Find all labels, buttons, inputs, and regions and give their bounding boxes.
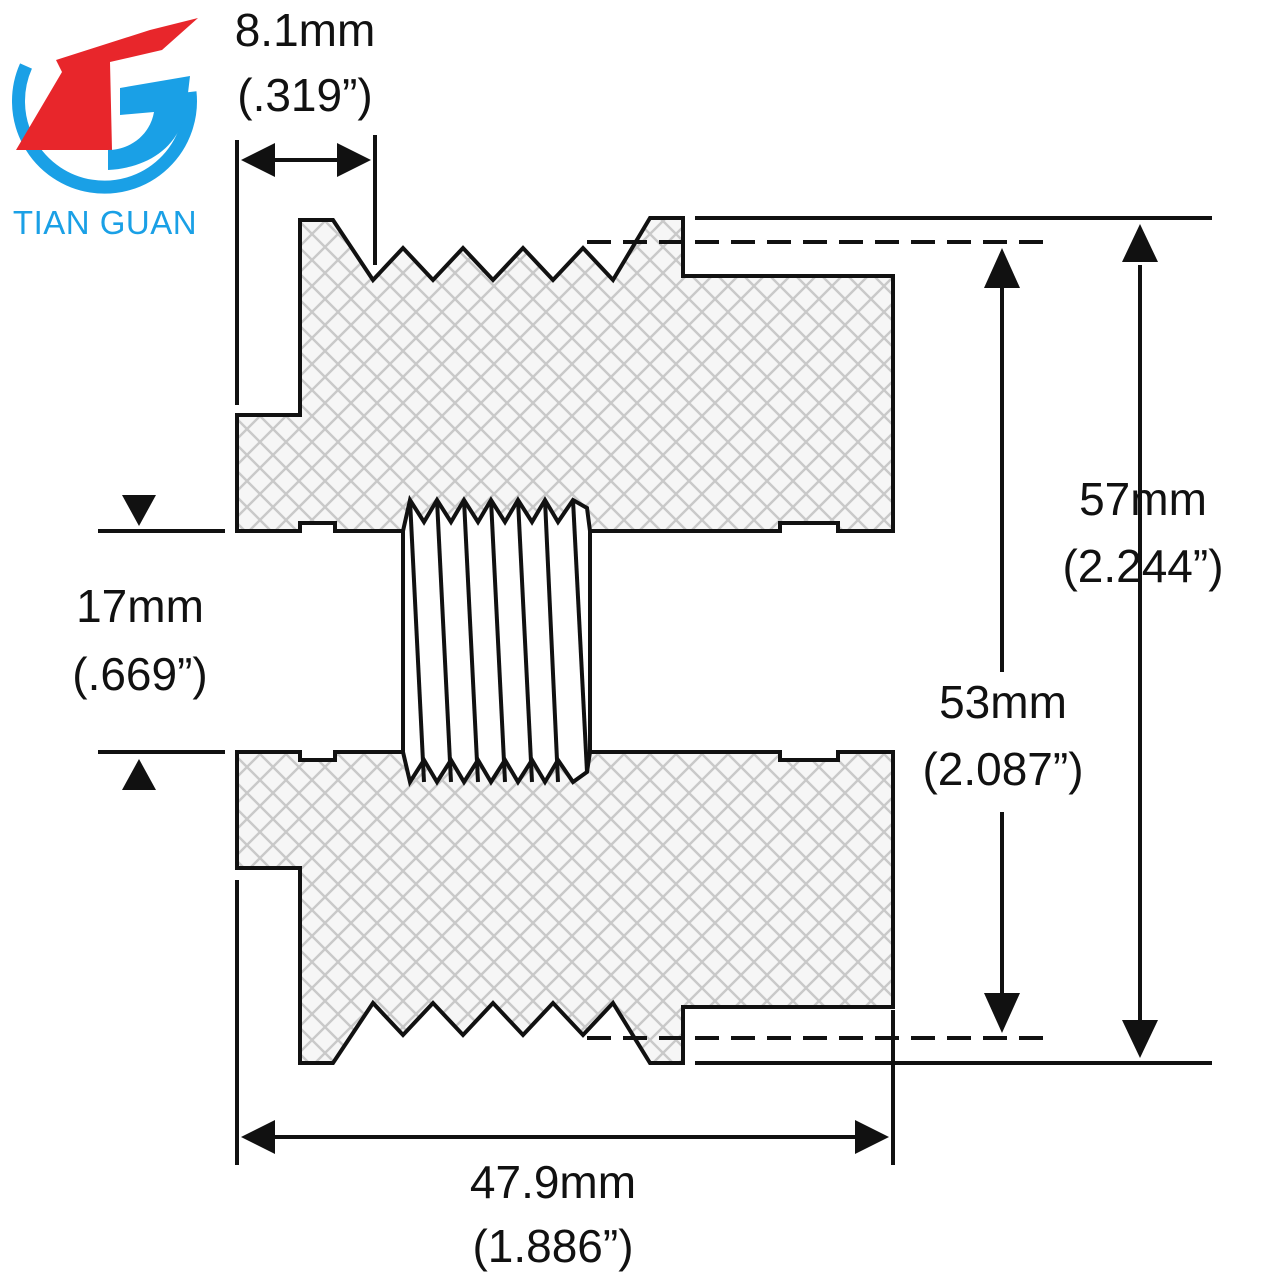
arrow-down-icon xyxy=(122,495,156,526)
overall-length-metric: 47.9mm xyxy=(470,1156,636,1208)
outer-diameter-imperial: (2.244”) xyxy=(1062,540,1223,592)
arrow-down-icon xyxy=(1122,1020,1158,1058)
shoulder-width-imperial: (.319”) xyxy=(237,69,372,121)
groove-diameter-metric: 53mm xyxy=(939,676,1067,728)
arrow-up-icon xyxy=(984,248,1020,288)
overall-length-imperial: (1.886”) xyxy=(472,1220,633,1272)
dimension-arrowheads xyxy=(122,143,1158,1154)
dimension-lines xyxy=(98,135,1212,1165)
threaded-bore xyxy=(401,499,592,783)
shoulder-width-metric: 8.1mm xyxy=(235,4,376,56)
tg-logo-icon xyxy=(12,18,198,194)
arrow-down-icon xyxy=(984,993,1020,1033)
arrow-right-icon xyxy=(855,1120,889,1154)
groove-diameter-imperial: (2.087”) xyxy=(922,743,1083,795)
outer-diameter-metric: 57mm xyxy=(1079,473,1207,525)
bore-metric: 17mm xyxy=(76,580,204,632)
arrow-left-icon xyxy=(241,1120,275,1154)
arrow-up-icon xyxy=(122,759,156,790)
brand-name: TIAN GUAN xyxy=(13,204,197,241)
upper-section xyxy=(235,216,895,533)
bore-imperial: (.669”) xyxy=(72,648,207,700)
lower-section xyxy=(235,750,895,1065)
arrow-left-icon xyxy=(241,143,275,177)
arrow-right-icon xyxy=(337,143,371,177)
arrow-up-icon xyxy=(1122,224,1158,262)
